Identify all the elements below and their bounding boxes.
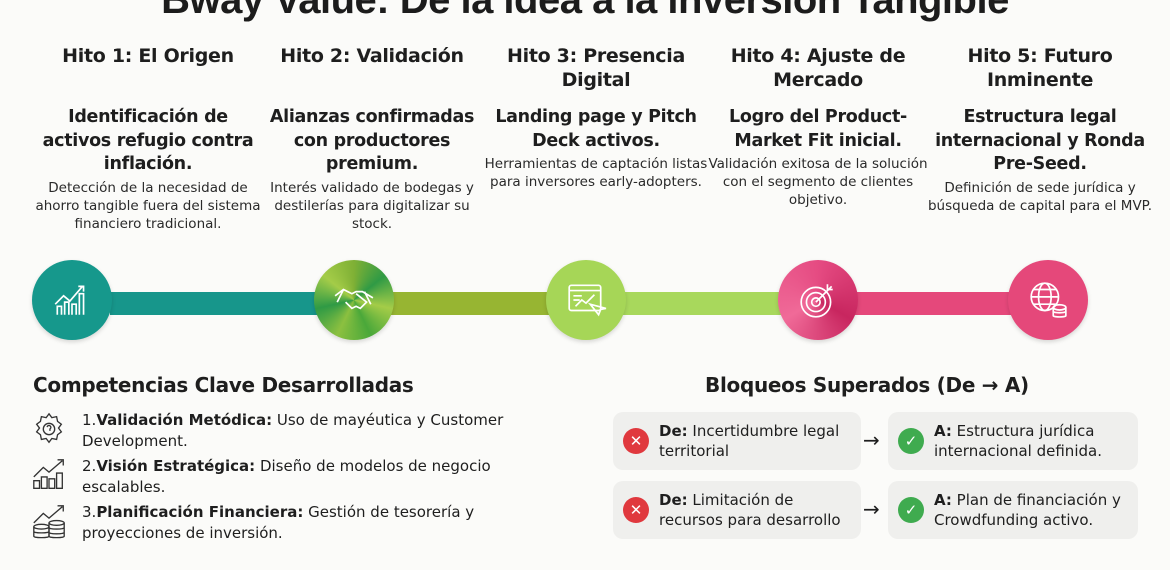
- milestone-1-circle: [32, 260, 112, 340]
- from-text: Limitación de recursos para desarrollo: [659, 491, 841, 529]
- milestone-4-circle: [778, 260, 858, 340]
- milestone-5-circle: [1008, 260, 1088, 340]
- bloqueos-title: Bloqueos Superados (De → A): [705, 373, 1029, 397]
- item-label: Validación Metódica:: [96, 411, 273, 429]
- target-icon: [800, 284, 833, 318]
- milestone-description: Validación exitosa de la solución con el…: [708, 156, 928, 208]
- item-text: Diseño de modelos de negocio escalables.: [82, 457, 491, 496]
- timeline-bar-1: [110, 292, 360, 315]
- from-text: Incertidumbre legal territorial: [659, 422, 840, 460]
- item-number: 2.: [82, 457, 97, 475]
- milestone-description: Interés validado de bodegas y destilería…: [270, 179, 474, 232]
- competencia-item: 2.Visión Estratégica: Diseño de modelos …: [30, 456, 550, 500]
- handshake-icon: [334, 288, 374, 310]
- x-circle-icon: ✕: [623, 497, 649, 523]
- item-text: Uso de mayéutica y Customer Development.: [82, 411, 504, 450]
- to-box: ✓ A: Estructura jurídica internacional d…: [888, 412, 1138, 470]
- to-label: A:: [934, 491, 952, 509]
- from-label: De:: [659, 491, 688, 509]
- timeline-bar-2: [360, 292, 590, 315]
- gear-question-icon: [35, 412, 63, 444]
- milestone-2: Hito 2: Validación Alianzas confirmadas …: [257, 44, 487, 233]
- milestone-description: Definición de sede jurídica y búsqueda d…: [927, 179, 1153, 214]
- item-label: Visión Estratégica:: [96, 457, 256, 475]
- arrow-right-icon: →: [863, 428, 880, 452]
- competencia-item: 1.Validación Metódica: Uso de mayéutica …: [30, 410, 550, 454]
- web-analytics-icon: [568, 284, 607, 317]
- milestone-headline: Logro del Product-Market Fit inicial.: [729, 107, 907, 151]
- coins-growth-icon: [33, 505, 65, 539]
- item-text: Gestión de tesorería y proyecciones de i…: [82, 503, 475, 542]
- timeline-bar-3: [590, 292, 820, 315]
- x-circle-icon: ✕: [623, 428, 649, 454]
- to-label: A:: [934, 422, 952, 440]
- competencias-list: 1.Validación Metódica: Uso de mayéutica …: [30, 410, 550, 548]
- milestone-title: Hito 1: El Origen: [62, 45, 234, 67]
- milestone-title: Hito 2: Validación: [280, 45, 464, 67]
- item-label: Planificación Financiera:: [96, 503, 304, 521]
- arrow-right-icon: →: [863, 497, 880, 521]
- competencias-title: Competencias Clave Desarrolladas: [33, 373, 414, 397]
- check-circle-icon: ✓: [898, 428, 924, 454]
- milestone-title: Hito 3: Presencia Digital: [507, 45, 685, 91]
- from-label: De:: [659, 422, 688, 440]
- check-circle-icon: ✓: [898, 497, 924, 523]
- milestone-2-circle: [314, 260, 394, 340]
- milestone-4: Hito 4: Ajuste de Mercado Logro del Prod…: [703, 44, 933, 209]
- milestone-3: Hito 3: Presencia Digital Landing page y…: [481, 44, 711, 191]
- bar-chart-growth-icon: [33, 459, 64, 489]
- globe-coins-icon: [1030, 282, 1067, 318]
- bloqueo-row: ✕ De: Limitación de recursos para desarr…: [613, 481, 1138, 539]
- milestone-headline: Estructura legal internacional y Ronda P…: [935, 107, 1145, 174]
- milestone-3-circle: [546, 260, 626, 340]
- item-number: 1.: [82, 411, 97, 429]
- milestone-description: Herramientas de captación listas para in…: [484, 156, 708, 190]
- milestone-title: Hito 5: Futuro Inminente: [967, 45, 1113, 91]
- bloqueo-row: ✕ De: Incertidumbre legal territorial → …: [613, 412, 1138, 470]
- competencia-item: 3.Planificación Financiera: Gestión de t…: [30, 502, 550, 546]
- item-number: 3.: [82, 503, 97, 521]
- timeline-bar-4: [820, 292, 1048, 315]
- milestone-headline: Landing page y Pitch Deck activos.: [495, 107, 697, 151]
- milestone-5: Hito 5: Futuro Inminente Estructura lega…: [925, 44, 1155, 215]
- milestone-description: Detección de la necesidad de ahorro tang…: [35, 179, 261, 232]
- milestone-title: Hito 4: Ajuste de Mercado: [730, 45, 906, 91]
- milestone-headline: Alianzas confirmadas con productores pre…: [269, 107, 475, 174]
- growth-chart-icon: [54, 285, 85, 315]
- milestone-headline: Identificación de activos refugio contra…: [42, 107, 254, 174]
- to-text: Estructura jurídica internacional defini…: [934, 422, 1102, 460]
- page-title: Bway Value: De la idea a la inversión Ta…: [161, 0, 1009, 22]
- from-box: ✕ De: Incertidumbre legal territorial: [613, 412, 861, 470]
- to-text: Plan de financiación y Crowdfunding acti…: [934, 491, 1121, 529]
- milestone-1: Hito 1: El Origen Identificación de acti…: [33, 44, 263, 233]
- to-box: ✓ A: Plan de financiación y Crowdfunding…: [888, 481, 1138, 539]
- from-box: ✕ De: Limitación de recursos para desarr…: [613, 481, 861, 539]
